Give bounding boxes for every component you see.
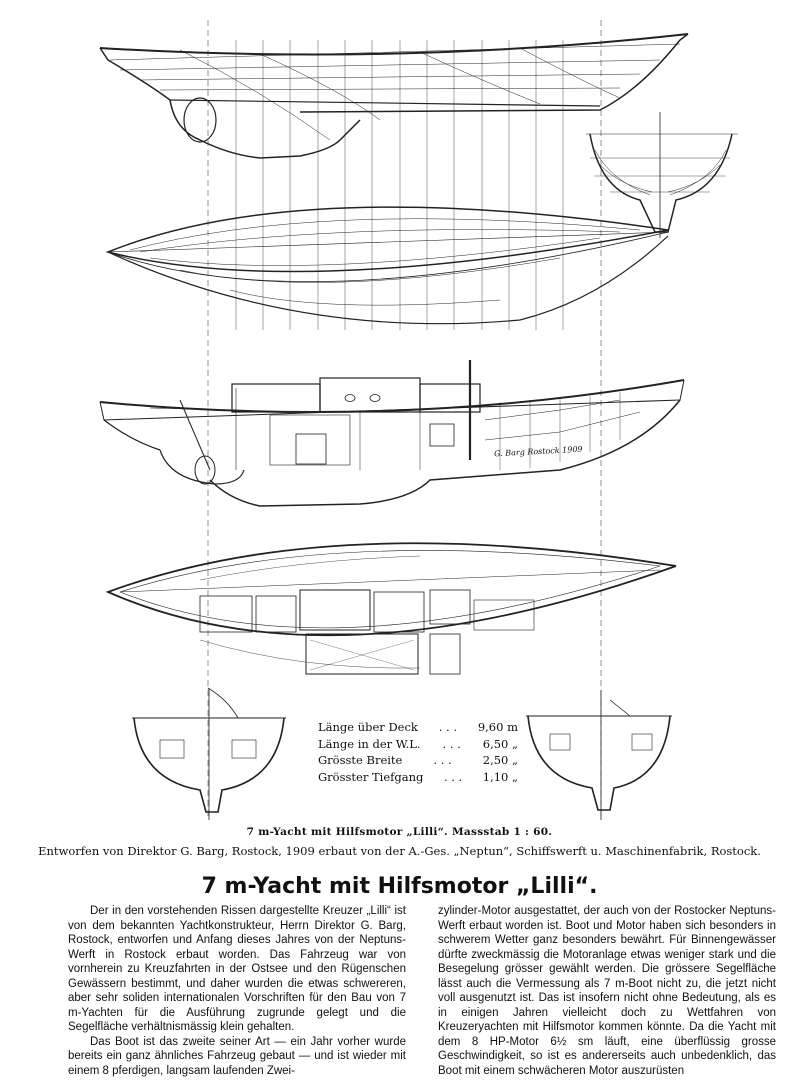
spec-dots: . . . [438, 720, 457, 734]
spec-label: Grösster Tiefgang [318, 769, 424, 784]
body-plan-drawing [586, 112, 738, 238]
spec-row: Länge in der W.L. . . . 6,50 „ [318, 736, 518, 753]
spec-row: Länge über Deck . . . 9,60 m [318, 719, 518, 736]
spec-label: Grösste Breite [318, 753, 403, 767]
spec-label: Länge über Deck [318, 720, 418, 734]
spec-value: 6,50 „ [482, 736, 518, 751]
yacht-lines-plan [99, 20, 738, 820]
spec-value: 1,10 „ [482, 769, 518, 784]
article-column-left: Der in den vorstehenden Rissen dargestel… [68, 904, 406, 1078]
figure-credit: Entworfen von Direktor G. Barg, Rostock,… [38, 844, 761, 858]
spec-dots: . . . [442, 736, 461, 751]
article-title: 7 m-Yacht mit Hilfsmotor „Lilli“. [201, 874, 598, 899]
spec-table: Länge über Deck . . . 9,60 m Länge in de… [318, 719, 518, 785]
spec-value: 2,50 „ [482, 753, 518, 767]
half-breadth-drawing [105, 206, 669, 325]
article-column-right: zylinder-Motor ausgestattet, der auch vo… [438, 904, 776, 1078]
spec-dots: . . . [433, 753, 452, 767]
spec-row: Grösster Tiefgang . . . 1,10 „ [318, 769, 518, 786]
section-left-drawing [132, 687, 286, 820]
spec-value: 9,60 m [477, 720, 518, 734]
profile-lines-drawing [99, 33, 689, 159]
deck-plan-drawing [105, 542, 677, 675]
paragraph: Der in den vorstehenden Rissen dargestel… [68, 905, 406, 1033]
spec-label: Länge in der W.L. [318, 736, 421, 751]
section-right-drawing [526, 690, 672, 820]
paragraph: zylinder-Motor ausgestattet, der auch vo… [438, 905, 776, 1077]
figure-caption: 7 m-Yacht mit Hilfsmotor „Lilli“. Massst… [246, 826, 553, 838]
spec-dots: . . . [443, 769, 463, 784]
paragraph: Das Boot ist das zweite seiner Art — ein… [68, 1035, 406, 1077]
spec-row: Grösste Breite . . . 2,50 „ [318, 752, 518, 769]
inboard-profile-drawing [99, 360, 685, 507]
